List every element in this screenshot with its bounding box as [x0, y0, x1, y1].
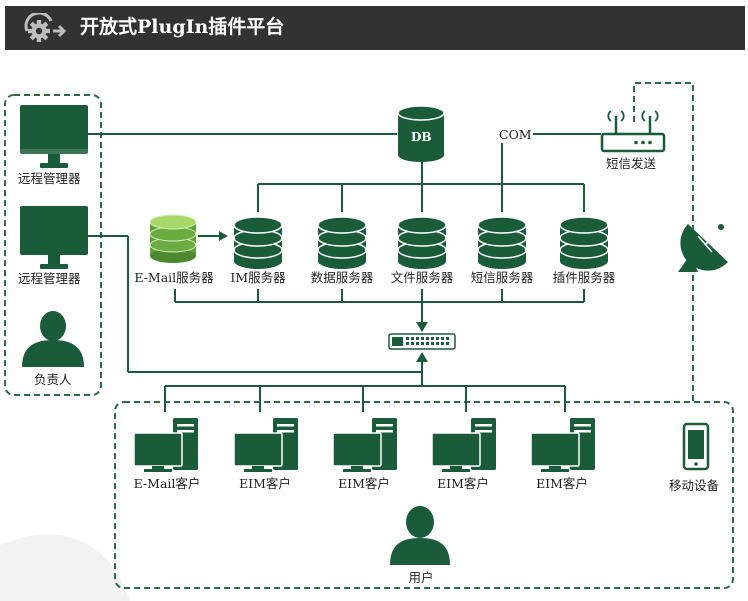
- com-label: COM: [499, 127, 532, 142]
- email-server-label: E-Mail服务器: [134, 270, 214, 285]
- remote-admin-monitor-1: [20, 105, 88, 168]
- data-server-icon: [317, 216, 367, 269]
- router-icon: [600, 110, 666, 153]
- remote-admin-1-label: 远程管理器: [18, 171, 81, 186]
- client-workstation-4: [431, 418, 496, 472]
- gear-arrow-icon: [24, 13, 67, 42]
- page-title: 开放式PlugIn插件平台: [80, 16, 285, 38]
- client-label-4: EIM客户: [437, 476, 489, 491]
- admin-group-box: [4, 94, 102, 396]
- satellite-dish-icon: [678, 224, 728, 272]
- client-label-1: E-Mail客户: [133, 476, 201, 491]
- im-server-icon: [233, 216, 283, 269]
- sms-send-label: 短信发送: [606, 156, 657, 171]
- remote-admin-2-label: 远程管理器: [18, 271, 81, 286]
- remote-admin-monitor-2: [20, 206, 88, 269]
- user-person-icon: [390, 506, 450, 565]
- im-server-label: IM服务器: [230, 270, 286, 285]
- plugin-server-label: 插件服务器: [552, 270, 616, 285]
- sms-server-icon: [477, 216, 527, 269]
- db-cylinder-icon: [397, 105, 445, 162]
- arrow-from-switch: [416, 352, 428, 362]
- client-workstation-5: [530, 418, 595, 472]
- user-label: 用户: [408, 570, 434, 585]
- arrow-to-im-server: [219, 231, 228, 241]
- arrow-to-switch: [416, 322, 428, 332]
- file-server-icon: [397, 216, 447, 269]
- db-label: DB: [411, 130, 432, 144]
- clients-group-box: [114, 401, 734, 589]
- data-server-label: 数据服务器: [310, 270, 374, 285]
- owner-person-icon: [22, 311, 84, 367]
- client-label-3: EIM客户: [338, 476, 390, 491]
- email-server-icon: [149, 214, 197, 263]
- file-server-label: 文件服务器: [390, 270, 454, 285]
- mobile-phone-icon: [682, 422, 710, 471]
- owner-label: 负责人: [34, 372, 72, 387]
- plugin-server-icon: [559, 216, 609, 269]
- header-bar: 开放式PlugIn插件平台: [5, 6, 745, 50]
- client-workstation-3: [332, 418, 397, 472]
- client-label-5: EIM客户: [536, 476, 588, 491]
- client-workstation-2: [233, 418, 298, 472]
- client-workstation-1: [133, 418, 198, 472]
- mobile-device-label: 移动设备: [669, 478, 720, 493]
- network-switch-icon: [388, 333, 456, 350]
- client-label-2: EIM客户: [239, 476, 291, 491]
- sms-server-label: 短信服务器: [470, 270, 534, 285]
